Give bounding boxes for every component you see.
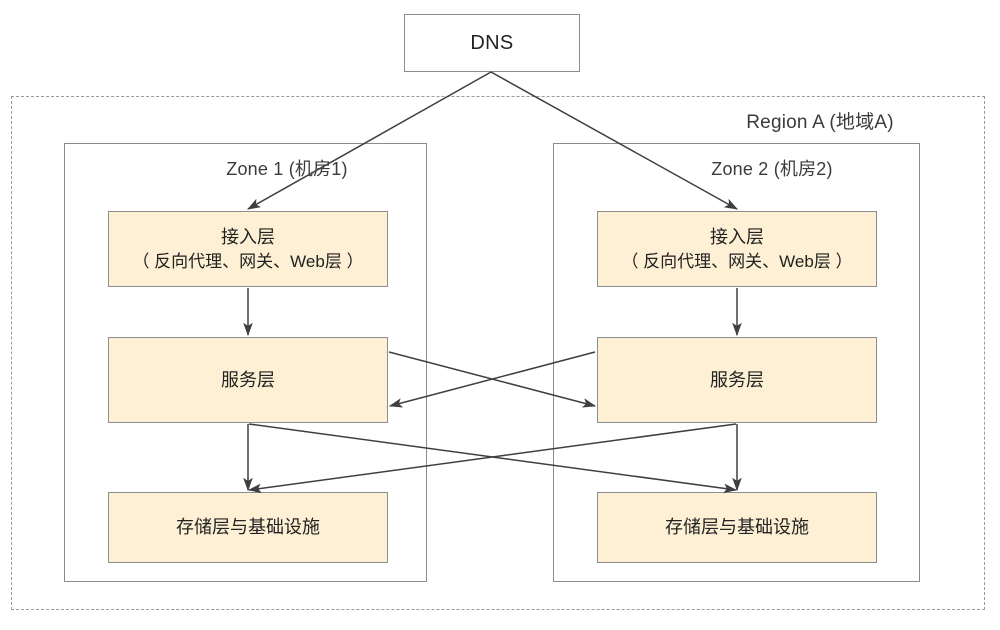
zone-1-label: Zone 1 (机房1) (226, 159, 348, 179)
zone-2-access-layer-title: 接入层 (710, 226, 764, 247)
region-a-label: Region A (地域A) (746, 112, 894, 133)
zone-2-access-layer-node: 接入层 （ 反向代理、网关、Web层 ） (597, 211, 877, 287)
zone-1-service-layer-title: 服务层 (221, 369, 275, 390)
dns-node: DNS (404, 14, 580, 72)
zone-1-access-layer-subtitle: （ 反向代理、网关、Web层 ） (132, 251, 364, 271)
zone-1-storage-layer-node: 存储层与基础设施 (108, 492, 388, 563)
zone-2-access-layer-subtitle: （ 反向代理、网关、Web层 ） (621, 251, 853, 271)
zone-1-storage-layer-title: 存储层与基础设施 (176, 517, 320, 538)
zone-2-storage-layer-title: 存储层与基础设施 (665, 517, 809, 538)
zone-1-service-layer-node: 服务层 (108, 337, 388, 423)
zone-2-storage-layer-node: 存储层与基础设施 (597, 492, 877, 563)
zone-1-access-layer-node: 接入层 （ 反向代理、网关、Web层 ） (108, 211, 388, 287)
zone-2-service-layer-title: 服务层 (710, 369, 764, 390)
zone-2-label: Zone 2 (机房2) (711, 159, 833, 179)
zone-2-service-layer-node: 服务层 (597, 337, 877, 423)
zone-1-access-layer-title: 接入层 (221, 226, 275, 247)
